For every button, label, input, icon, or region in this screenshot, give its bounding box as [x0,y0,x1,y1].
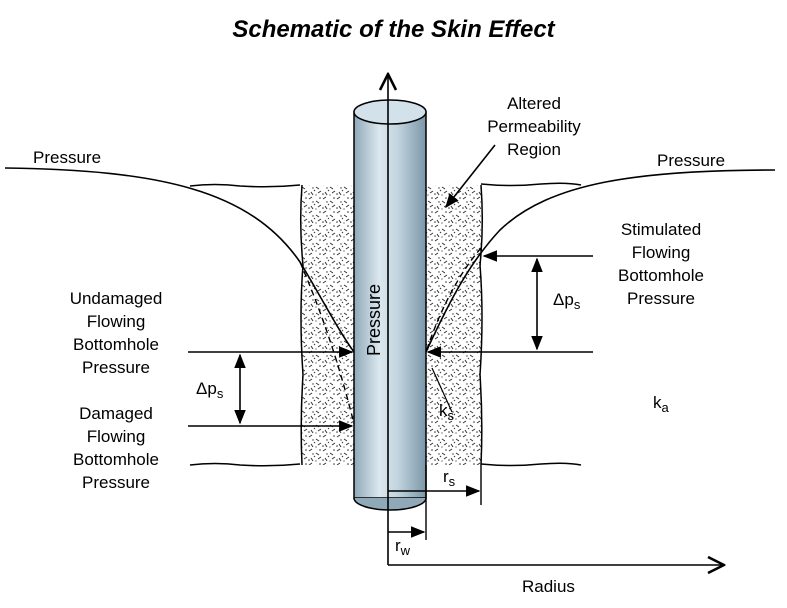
delta-ps-label-left: Δps [196,379,224,401]
radius-label: Radius [522,577,575,596]
rs-label: rs [443,467,456,489]
ks-label: ks [439,401,455,423]
pressure-label-right: Pressure [657,151,726,170]
altered-region-pointer [445,144,496,209]
diagram-title: Schematic of the Skin Effect [232,16,555,43]
pressure-curve-left [4,167,355,353]
rw-label: rw [395,536,411,558]
pressure-label-left: Pressure [33,148,102,167]
altered-zone-left [302,185,355,465]
wellbore-pressure-label: Pressure [364,284,384,356]
damaged-curve-left [299,261,355,425]
wellbore-top [353,99,427,125]
formation-top-left [189,183,301,188]
formation-bottom-right [480,462,582,467]
formation-bottom-left [189,462,301,467]
formation-top-right [480,182,582,187]
pressure-curve-right [425,169,776,353]
ks-pointer [431,367,453,413]
ka-label: ka [653,393,670,415]
damaged-curve-right [425,247,482,353]
delta-ps-label-right: Δps [553,290,581,312]
altered-zone-right [425,185,481,465]
